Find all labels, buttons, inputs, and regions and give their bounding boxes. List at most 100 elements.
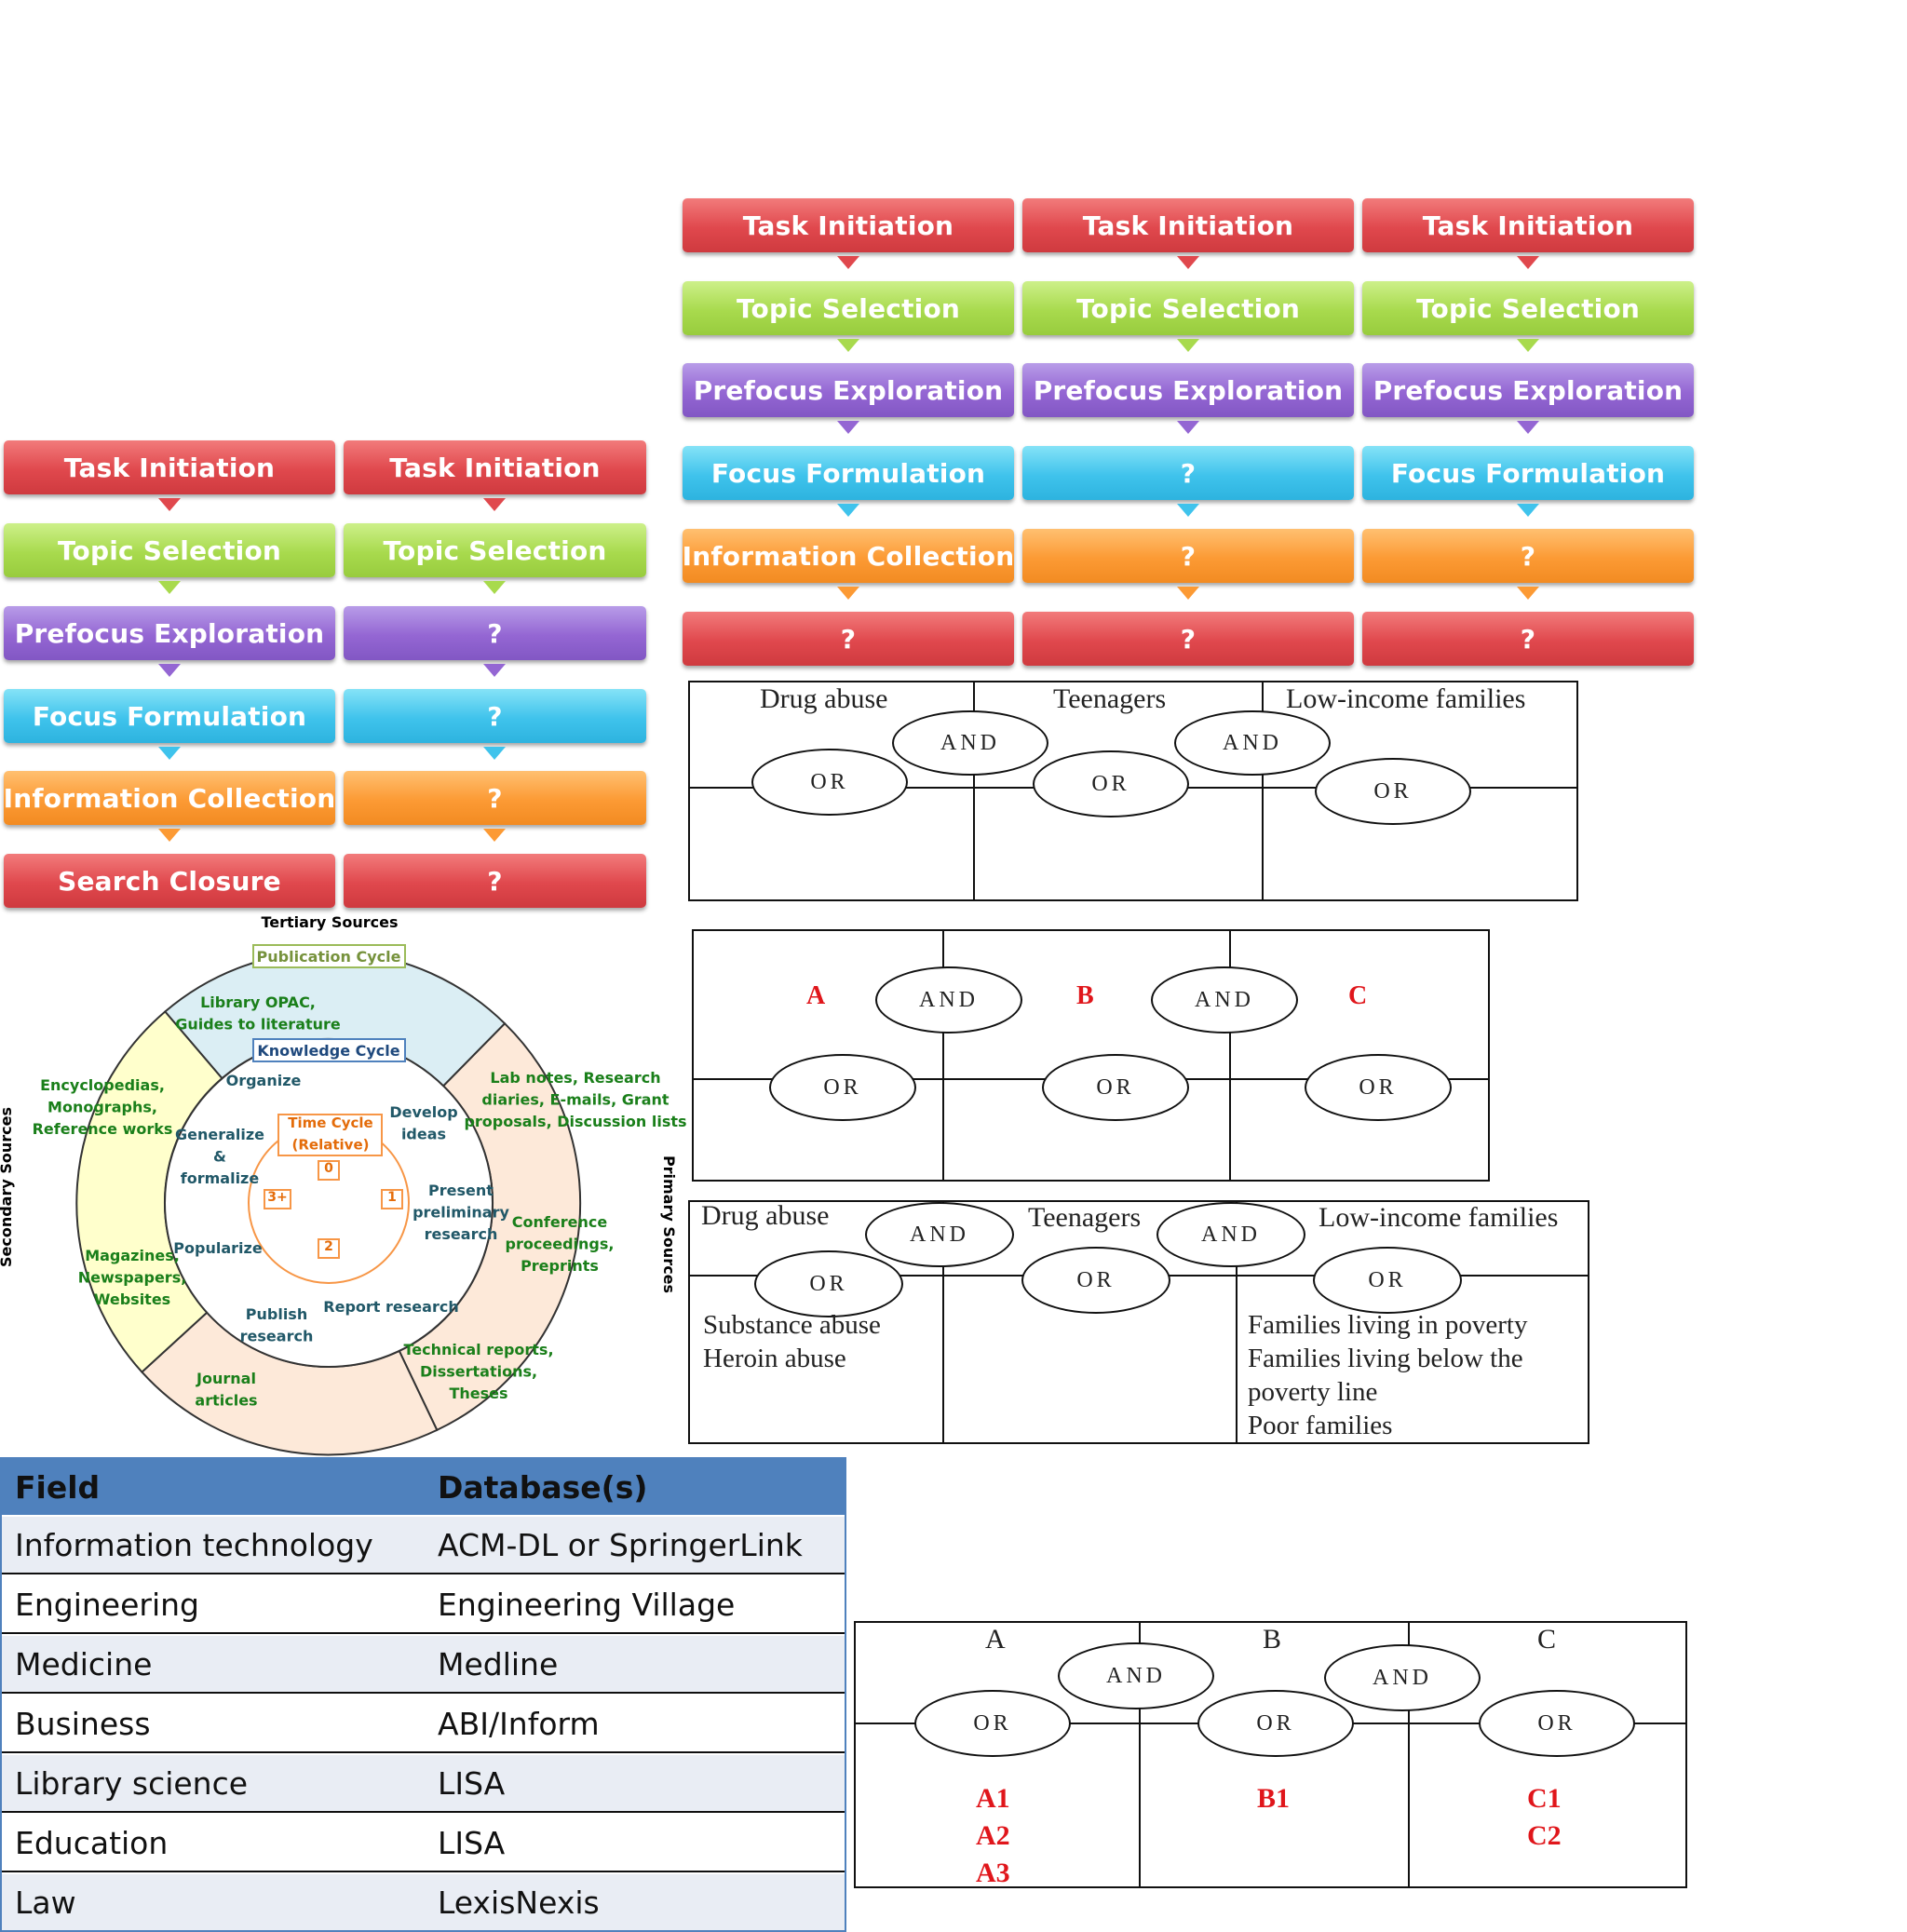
arrow-icon [483, 747, 506, 760]
step-prefocus-exploration: Prefocus Exploration [4, 606, 335, 660]
arrow-icon [1177, 339, 1199, 352]
or-operator: OR [1042, 1054, 1189, 1121]
cell-field: Business [15, 1705, 151, 1742]
step-topic-selection: Topic Selection [1022, 281, 1354, 335]
arrow-icon [158, 581, 181, 594]
concept-label: A [985, 1624, 1006, 1655]
concept-label: Low-income families [1286, 683, 1526, 714]
time-cycle-box [277, 1114, 383, 1156]
arrow-icon [1177, 256, 1199, 269]
table-row: Education LISA [2, 1813, 845, 1872]
step-focus-formulation: Focus Formulation [4, 689, 335, 743]
step-unknown: ? [344, 606, 646, 660]
popularize-label: Popularize [173, 1239, 263, 1257]
encyclopedias-label: Encyclopedias,Monographs,Reference works [33, 1076, 173, 1138]
step-unknown: ? [1022, 446, 1354, 500]
and-operator: AND [1151, 966, 1298, 1034]
term-list: A1 A2 A3 [976, 1783, 1010, 1888]
cell-database: Medline [438, 1645, 559, 1682]
concept-label: A [806, 981, 826, 1010]
concept-label: Low-income families [1319, 1202, 1559, 1233]
secondary-sources-label: Secondary Sources [0, 1107, 15, 1267]
time-step-box [318, 1160, 340, 1181]
time-cycle-label: Time Cycle(Relative) [288, 1115, 372, 1154]
grid-divider [1236, 1200, 1238, 1444]
primary-sources-label: Primary Sources [660, 1155, 678, 1293]
time-step-label: 1 [387, 1190, 397, 1205]
arrow-icon [837, 256, 859, 269]
arrow-icon [1177, 587, 1199, 600]
concept-label: Drug abuse [760, 683, 888, 714]
and-operator: AND [865, 1202, 1014, 1267]
arrow-icon [483, 664, 506, 677]
arrow-icon [483, 498, 506, 511]
grid-divider [1139, 1621, 1141, 1888]
step-focus-formulation: Focus Formulation [683, 446, 1014, 500]
cell-field: Medicine [15, 1645, 153, 1682]
time-step-label: 0 [324, 1161, 333, 1176]
cell-database: ACM-DL or SpringerLink [438, 1526, 803, 1563]
organize-label: Organize [226, 1072, 302, 1089]
table-row: Business ABI/Inform [2, 1694, 845, 1753]
or-operator: OR [1033, 750, 1189, 817]
arrow-icon [483, 581, 506, 594]
grid-divider [1229, 929, 1231, 1182]
table-row: Information technology ACM-DL or Springe… [2, 1515, 845, 1574]
step-prefocus-exploration: Prefocus Exploration [1022, 363, 1354, 417]
cell-field: Law [15, 1884, 76, 1921]
arrow-icon [1517, 256, 1539, 269]
or-operator: OR [914, 1690, 1071, 1757]
arrow-icon [158, 829, 181, 842]
time-step-label: 3+ [267, 1190, 287, 1205]
publication-cycle-diagram: Tertiary Sources Publication Cycle Knowl… [0, 913, 687, 1456]
opac-label: Library OPAC,Guides to literature [175, 993, 341, 1034]
table-row: Engineering Engineering Village [2, 1574, 845, 1634]
cell-database: LISA [438, 1824, 506, 1861]
grid-frame [688, 681, 1578, 901]
step-topic-selection: Topic Selection [344, 523, 646, 577]
or-operator: OR [1305, 1054, 1452, 1121]
step-prefocus-exploration: Prefocus Exploration [1362, 363, 1694, 417]
time-step-box [381, 1189, 403, 1209]
and-operator: AND [1058, 1642, 1214, 1709]
grid-divider [1262, 681, 1264, 901]
grid-divider [1408, 1621, 1410, 1888]
concept-label: Teenagers [1053, 683, 1167, 714]
arrow-icon [158, 747, 181, 760]
arrow-icon [837, 421, 859, 434]
arrow-icon [837, 504, 859, 517]
grid-frame [688, 1200, 1589, 1444]
term-list: B1 [1257, 1783, 1291, 1814]
database-table: Field Database(s) Information technology… [0, 1457, 846, 1932]
synonym-list: Substance abuse Heroin abuse [703, 1310, 881, 1373]
step-topic-selection: Topic Selection [4, 523, 335, 577]
publication-cycle-label: Publication Cycle [257, 948, 401, 966]
time-step-box [318, 1238, 340, 1259]
step-information-collection: Information Collection [683, 529, 1014, 583]
cell-field: Information technology [15, 1526, 373, 1563]
cell-database: LexisNexis [438, 1884, 600, 1921]
knowledge-cycle-box [252, 1038, 406, 1062]
step-search-closure: Search Closure [4, 854, 335, 908]
or-operator: OR [1021, 1247, 1170, 1314]
cell-field: Engineering [15, 1586, 199, 1623]
header-databases: Database(s) [438, 1468, 648, 1506]
or-operator: OR [769, 1054, 916, 1121]
header-field: Field [15, 1468, 101, 1506]
table-header: Field Database(s) [2, 1459, 845, 1515]
step-topic-selection: Topic Selection [683, 281, 1014, 335]
step-unknown: ? [344, 854, 646, 908]
and-operator: AND [1174, 710, 1331, 776]
cell-database: ABI/Inform [438, 1705, 600, 1742]
cell-database: LISA [438, 1764, 506, 1802]
cell-database: Engineering Village [438, 1586, 736, 1623]
table-row: Library science LISA [2, 1753, 845, 1813]
generalize-label: Generalize&formalize [175, 1126, 264, 1187]
step-task-initiation: Task Initiation [683, 198, 1014, 252]
and-operator: AND [875, 966, 1022, 1034]
or-operator: OR [1197, 1690, 1354, 1757]
